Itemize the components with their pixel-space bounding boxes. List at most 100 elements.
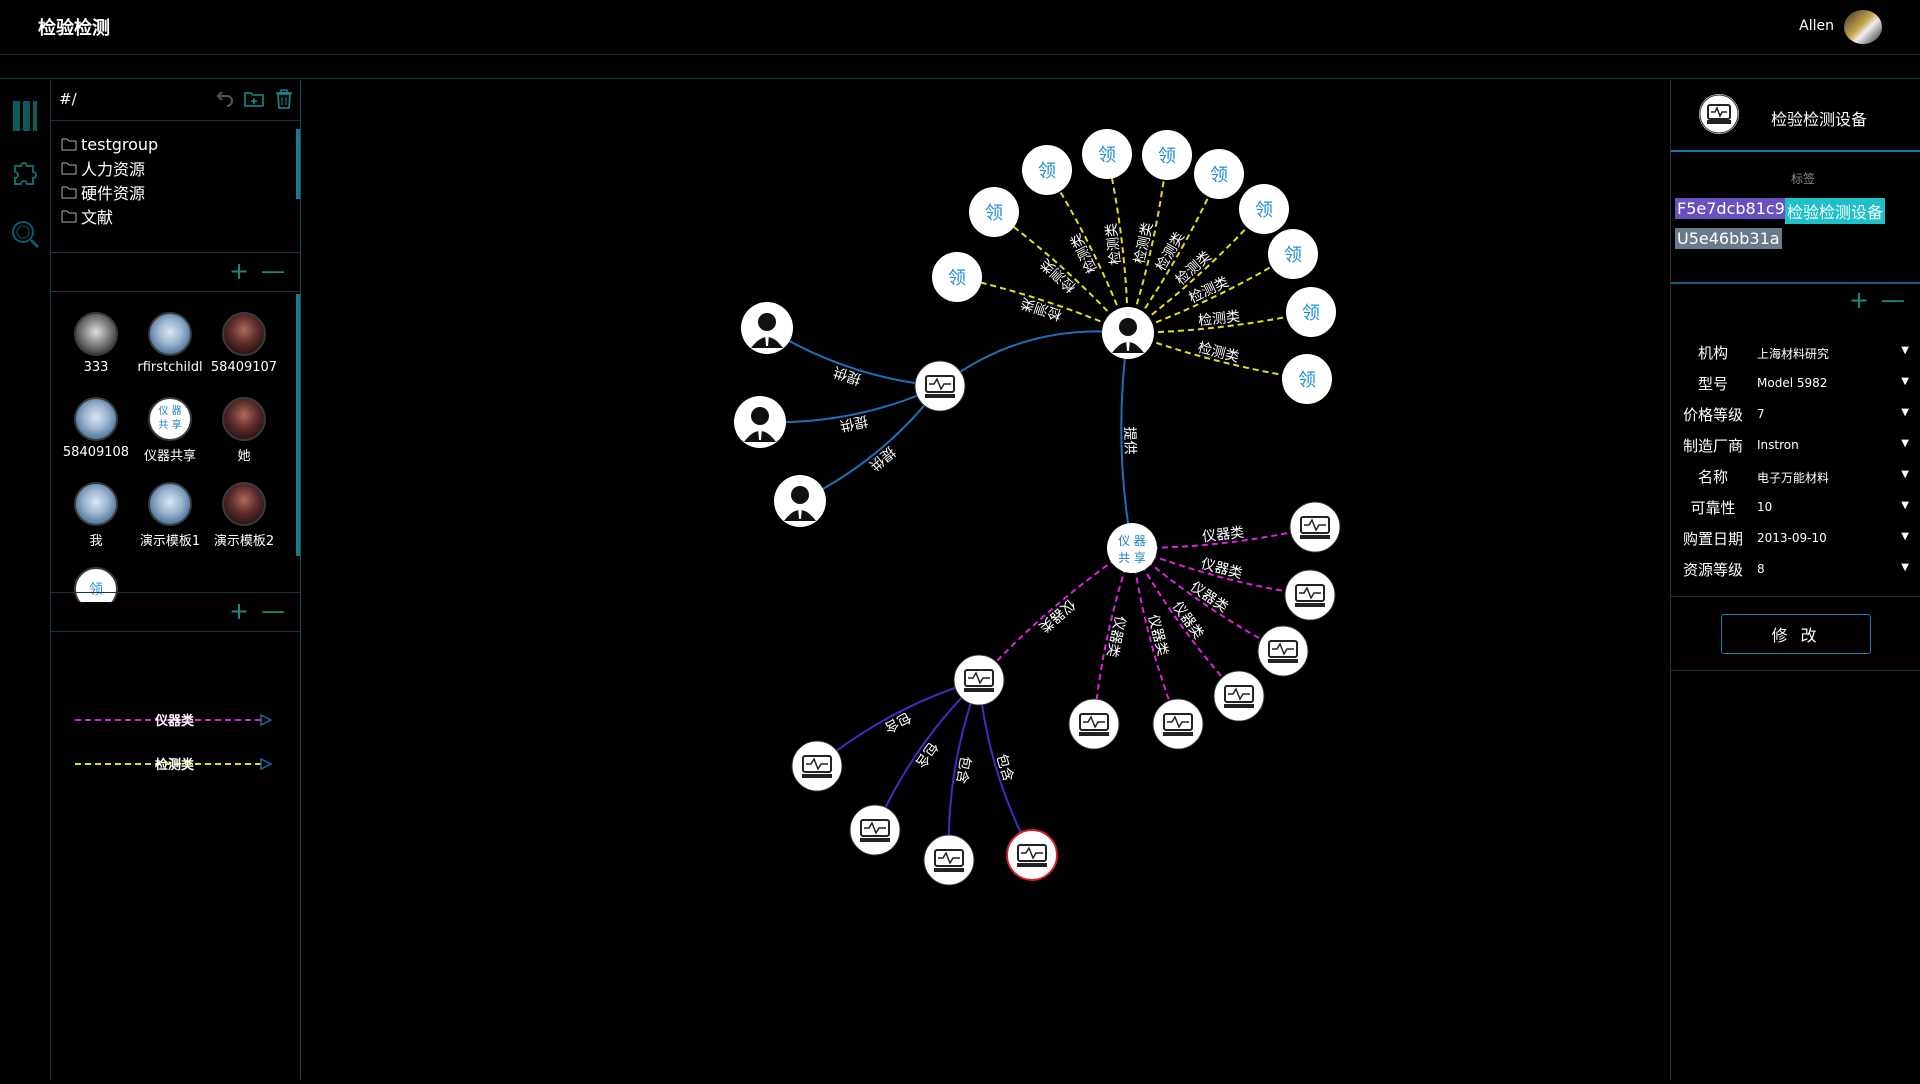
node-card[interactable]: 演示模板2 (207, 482, 281, 549)
node-card[interactable]: 她 (207, 397, 281, 464)
graph-canvas[interactable]: 检测类检测类检测类检测类检测类检测类检测类检测类检测类检测类提供提供提供提供仪器… (301, 80, 1669, 1080)
property-value[interactable]: 电子万能材料 (1757, 471, 1830, 485)
ling-node[interactable]: 领 (1082, 129, 1132, 179)
trash-icon[interactable] (273, 88, 295, 110)
tag-chip[interactable]: F5e7dcb81c9 (1675, 198, 1787, 219)
property-value[interactable]: 上海材料研究 (1757, 347, 1830, 361)
person-node[interactable] (734, 396, 786, 448)
property-value[interactable]: Model 5982 (1757, 376, 1828, 390)
folder-scrollbar[interactable] (296, 129, 300, 199)
dropdown-arrow-icon[interactable]: ▼ (1901, 345, 1909, 356)
add-prop-button[interactable]: + (1849, 286, 1870, 314)
ling-node[interactable]: 领 (1282, 354, 1332, 404)
ling-node[interactable]: 领 (969, 187, 1019, 237)
search-icon[interactable] (10, 216, 40, 252)
node-card[interactable]: 58409108 (59, 397, 133, 460)
node-card[interactable]: rfirstchildl (133, 312, 207, 375)
folder-item[interactable]: 文献 (61, 205, 113, 227)
new-folder-icon[interactable] (243, 88, 265, 110)
ling-node[interactable]: 领 (932, 252, 982, 302)
user-name[interactable]: Allen (1799, 18, 1834, 34)
remove-prop-button[interactable]: — (1881, 286, 1905, 314)
property-row[interactable]: 机构上海材料研究▼ (1671, 342, 1920, 366)
device-node[interactable] (1068, 698, 1120, 750)
node-card[interactable]: 我 (59, 482, 133, 549)
person-node[interactable] (741, 302, 793, 354)
device-node[interactable] (1284, 569, 1336, 621)
tag-chip[interactable]: 检验检测设备 (1785, 198, 1886, 224)
tag-chip[interactable]: U5e46bb31a (1675, 228, 1782, 249)
dropdown-arrow-icon[interactable]: ▼ (1901, 438, 1909, 449)
test-edge[interactable]: 检测类 (1102, 152, 1129, 334)
test-edge[interactable]: 检测类 (955, 272, 1129, 334)
device-node[interactable] (1257, 625, 1309, 677)
instrument-edge[interactable]: 仪器类 (1088, 547, 1133, 726)
property-row[interactable]: 名称电子万能材料▼ (1671, 466, 1920, 490)
dropdown-arrow-icon[interactable]: ▼ (1901, 376, 1909, 387)
node-scrollbar[interactable] (296, 294, 300, 556)
share-node[interactable]: 仪 器共 享 (1107, 523, 1157, 573)
device-node[interactable] (791, 740, 843, 792)
folder-item[interactable]: 人力资源 (61, 157, 145, 179)
dropdown-arrow-icon[interactable]: ▼ (1901, 531, 1909, 542)
dropdown-arrow-icon[interactable]: ▼ (1901, 500, 1909, 511)
remove-node-button[interactable]: — (261, 597, 285, 625)
user-avatar[interactable] (1844, 10, 1882, 44)
node-card[interactable]: 58409107 (207, 312, 281, 375)
device-node[interactable] (1213, 670, 1265, 722)
ling-node[interactable]: 领 (1142, 130, 1192, 180)
instrument-edge[interactable]: 仪器类 (978, 547, 1133, 682)
device-node[interactable] (1289, 501, 1341, 553)
modify-button[interactable]: 修 改 (1721, 614, 1871, 654)
node-card[interactable]: 333 (59, 312, 133, 375)
legend-item-test[interactable]: 检测类 (75, 754, 275, 774)
property-value[interactable]: 8 (1757, 562, 1765, 576)
ling-node[interactable]: 领 (1194, 149, 1244, 199)
node-card[interactable]: 领 (59, 567, 133, 602)
link-edge[interactable] (939, 324, 1130, 387)
dropdown-arrow-icon[interactable]: ▼ (1901, 562, 1909, 573)
ling-node[interactable]: 领 (1022, 145, 1072, 195)
provide-edge[interactable]: 提供 (1120, 332, 1138, 550)
ling-node[interactable]: 领 (1268, 229, 1318, 279)
device-node[interactable] (923, 834, 975, 886)
provide-edge[interactable]: 提供 (798, 385, 941, 502)
knowledge-graph[interactable]: 检测类检测类检测类检测类检测类检测类检测类检测类检测类检测类提供提供提供提供仪器… (301, 80, 1669, 1080)
add-node-button[interactable]: + (229, 597, 250, 625)
instrument-edge[interactable]: 仪器类 (1131, 547, 1180, 726)
device-node[interactable] (849, 804, 901, 856)
provide-edge[interactable]: 提供 (765, 327, 941, 387)
undo-icon[interactable] (213, 88, 235, 110)
person-node[interactable] (774, 475, 826, 527)
add-folder-button[interactable]: + (229, 257, 250, 285)
property-value[interactable]: 10 (1757, 500, 1773, 514)
remove-folder-button[interactable]: — (261, 257, 285, 285)
node-card[interactable]: 仪 器共 享仪器共享 (133, 397, 207, 464)
node-card[interactable]: 演示模板1 (133, 482, 207, 549)
legend-item-instrument[interactable]: 仪器类 (75, 710, 275, 730)
folder-item[interactable]: 硬件资源 (61, 181, 145, 203)
ling-node[interactable]: 领 (1239, 184, 1289, 234)
contain-edge[interactable]: 包含 (815, 679, 980, 767)
puzzle-icon[interactable] (10, 156, 40, 192)
contain-edge[interactable]: 包含 (978, 679, 1033, 857)
person-node[interactable] (1102, 307, 1154, 359)
folder-item[interactable]: testgroup (61, 133, 158, 155)
device-node[interactable] (953, 654, 1005, 706)
property-value[interactable]: 2013-09-10 (1757, 531, 1827, 545)
property-value[interactable]: 7 (1757, 407, 1765, 421)
dropdown-arrow-icon[interactable]: ▼ (1901, 469, 1909, 480)
instrument-edge[interactable]: 仪器类 (1131, 523, 1317, 550)
property-value[interactable]: Instron (1757, 438, 1799, 452)
columns-icon[interactable] (10, 98, 40, 134)
dropdown-arrow-icon[interactable]: ▼ (1901, 407, 1909, 418)
device-node[interactable] (914, 360, 966, 412)
test-edge[interactable]: 检测类 (1127, 332, 1309, 385)
device-node[interactable] (1152, 698, 1204, 750)
